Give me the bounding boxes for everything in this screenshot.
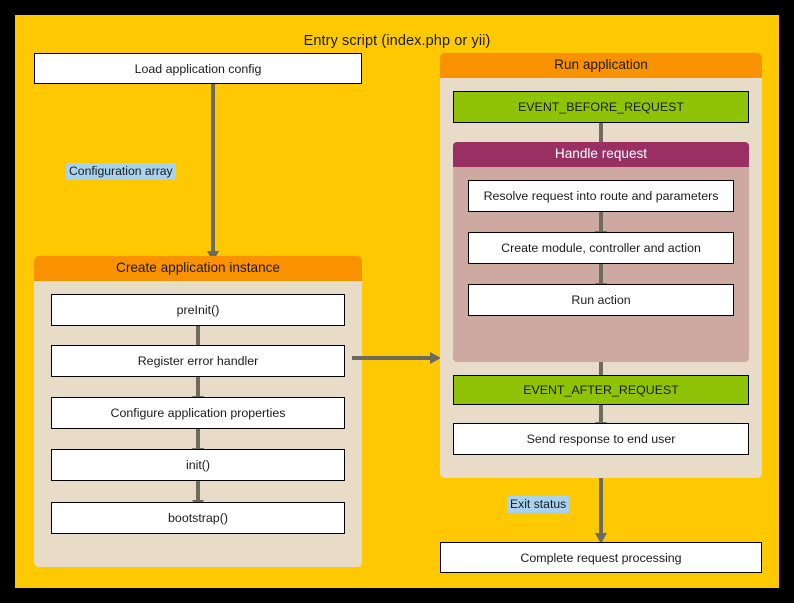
edge-label-exit-status: Exit status — [507, 496, 570, 514]
group-run-application-header: Run application — [440, 53, 762, 79]
arrow-resolve-to-create-module — [599, 212, 603, 232]
entry-script-panel: Entry script (index.php or yii) Load app… — [15, 15, 779, 588]
arrow-preinit-to-register-error-handler — [196, 326, 200, 346]
node-configure-application-properties[interactable]: Configure application properties — [51, 397, 345, 429]
node-resolve-request[interactable]: Resolve request into route and parameter… — [468, 180, 734, 212]
node-send-response-to-end-user[interactable]: Send response to end user — [453, 423, 749, 455]
arrow-run-application-to-complete — [599, 478, 603, 534]
node-event-before-request[interactable]: EVENT_BEFORE_REQUEST — [453, 91, 749, 123]
group-create-app-header: Create application instance — [34, 256, 362, 282]
arrow-load-config-to-create-app — [211, 84, 215, 252]
arrow-create-app-to-run-application — [352, 356, 431, 360]
diagram-title: Entry script (index.php or yii) — [303, 33, 491, 49]
node-load-application-config[interactable]: Load application config — [34, 53, 362, 84]
node-register-error-handler[interactable]: Register error handler — [51, 345, 345, 377]
node-preinit[interactable]: preInit() — [51, 294, 345, 326]
arrow-after-request-to-send-response — [599, 405, 603, 423]
arrow-register-error-handler-to-configure — [196, 377, 200, 397]
edge-label-configuration-array: Configuration array — [66, 163, 176, 181]
arrow-configure-to-init — [196, 429, 200, 449]
group-handle-request-header: Handle request — [453, 142, 749, 168]
node-init[interactable]: init() — [51, 449, 345, 481]
arrow-before-request-to-handle-request — [599, 123, 603, 143]
node-run-action[interactable]: Run action — [468, 284, 734, 316]
node-event-after-request[interactable]: EVENT_AFTER_REQUEST — [453, 375, 749, 405]
arrow-create-module-to-run-action — [599, 264, 603, 284]
arrow-init-to-bootstrap — [196, 481, 200, 501]
node-complete-request-processing[interactable]: Complete request processing — [440, 542, 762, 573]
arrow-handle-request-to-after-request — [599, 362, 603, 382]
node-bootstrap[interactable]: bootstrap() — [51, 502, 345, 534]
node-create-module-controller-action[interactable]: Create module, controller and action — [468, 232, 734, 264]
